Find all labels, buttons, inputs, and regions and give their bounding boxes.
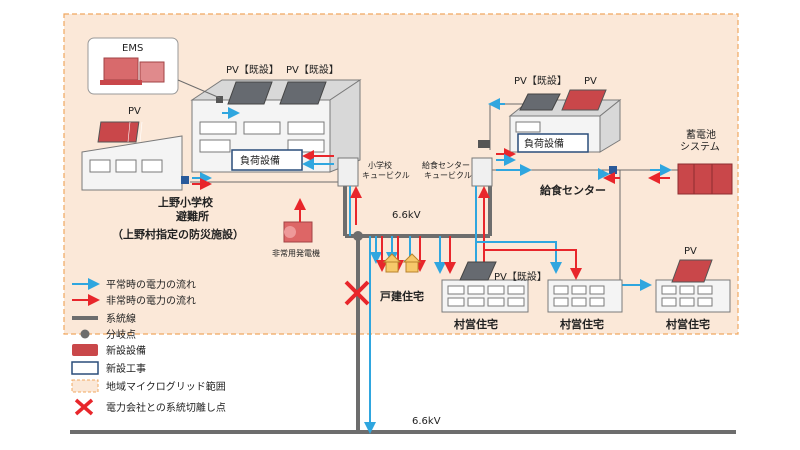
battery-label-line2: システム [680,141,720,153]
pv-housing-existing-label: PV【既設】 [494,270,547,283]
kitchen-load-label: 負荷設備 [524,137,564,150]
pv-school-roof-1-label: PV【既設】 [226,63,279,76]
distribution-flows [349,225,652,434]
legend-item-4-label: 分岐点 [106,328,136,341]
legend-new-construction-icon [71,361,99,375]
legend-microgrid-area-icon [71,379,99,393]
village-housing-1 [441,261,529,313]
branch-point [353,231,363,241]
legend-item-5-label: 新設設備 [106,344,146,357]
legend-item-3-label: 系統線 [106,312,136,325]
school-cubicle-label-line1: 小学校 [368,160,392,170]
village-housing-2-label: 村営住宅 [560,317,604,331]
kitchen-cubicle [471,157,493,187]
battery-label-line1: 蓄電池 [686,128,716,141]
gym-connector [181,176,189,184]
school-shelter-label: 避難所 [176,209,209,223]
legend-new-equipment-icon [72,344,98,356]
voltage-lower-label: 6.6kV [412,416,441,427]
legend-item-7-label: 地域マイクログリッド範囲 [106,380,226,393]
pv-kitchen-panels [519,89,607,111]
school-name-label: 上野小学校 [158,195,214,209]
pv-gym-label: PV [128,106,141,117]
emergency-generator [283,221,313,243]
village-housing-3-label: 村営住宅 [666,317,710,331]
pv-kitchen-new-label: PV [584,76,597,87]
generator-label: 非常用発電機 [272,248,320,258]
legend-cut-point-icon [74,398,94,416]
pv-school-roof-panels [227,81,327,105]
legend: 平常時の電力の流れ 非常時の電力の流れ 系統線 分岐点 新設設備 新設工事 地域… [71,278,226,416]
detached-house-label: 戸建住宅 [380,289,424,303]
village-housing-2 [547,279,623,313]
school-note-label: （上野村指定の防災施設） [112,227,244,241]
school-sensor [216,96,223,103]
detached-houses [382,253,422,273]
pv-housing-right-label: PV [684,246,697,257]
battery-system [677,163,733,195]
village-housing-1-label: 村営住宅 [454,317,498,331]
school-cubicle-label: 小学校 キュービクル [362,160,410,180]
kitchen-cubicle-label-line1: 給食センター [422,160,470,170]
legend-item-2-label: 非常時の電力の流れ [106,294,196,307]
pv-school-roof-2-label: PV【既設】 [286,63,339,76]
cut-point-icon [344,280,370,306]
legend-item-6-label: 新設工事 [106,362,146,375]
school-load-label: 負荷設備 [240,154,280,167]
school-cubicle [337,157,359,187]
ems-panel [87,37,179,95]
school-cubicle-label-line2: キュービクル [362,171,410,180]
pv-gym-panels [97,121,143,143]
battery-connector [609,166,617,174]
gym-building [81,121,183,191]
kitchen-center-label: 給食センター [540,183,606,197]
legend-branch-point-icon [80,329,90,339]
kitchen-top-switches [478,140,490,148]
voltage-upper-label: 6.6kV [392,210,421,221]
kitchen-load-box [517,133,589,153]
village-housing-3 [655,259,731,313]
legend-item-1-label: 平常時の電力の流れ [106,278,196,291]
kitchen-cubicle-label-line2: キュービクル [424,171,472,180]
battery-label: 蓄電池 システム [680,128,720,153]
pv-kitchen-existing-label: PV【既設】 [514,74,567,87]
kitchen-cubicle-label: 給食センター キュービクル [422,160,473,180]
legend-item-8-label: 電力会社との系統切離し点 [106,401,226,414]
ems-label: EMS [122,43,143,54]
